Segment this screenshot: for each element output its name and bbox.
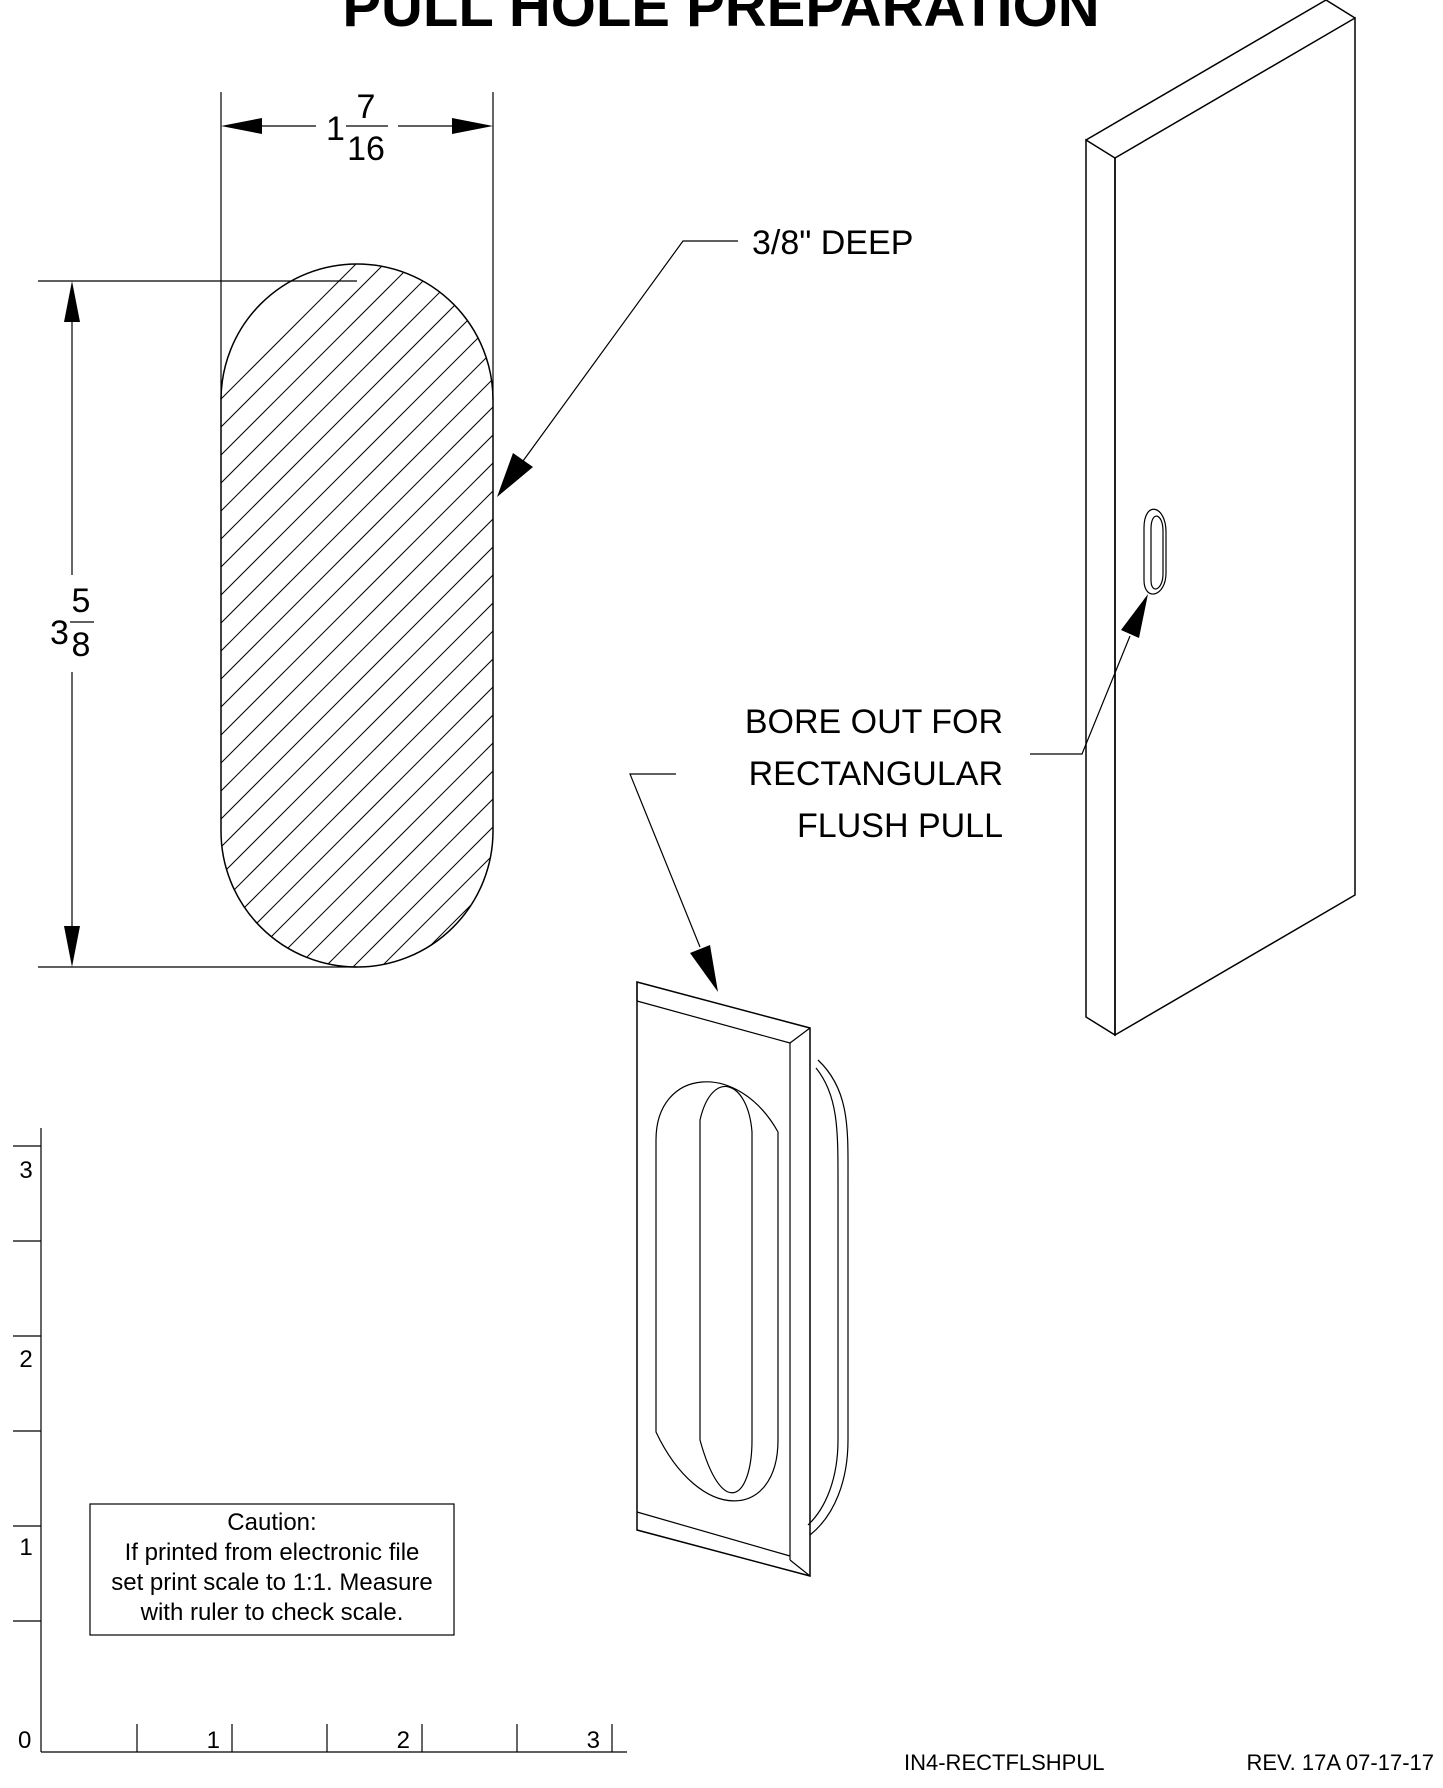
hatch-line	[221, 451, 493, 863]
depth-callout: 3/8" DEEP	[752, 224, 913, 262]
hatch-line	[221, 264, 493, 471]
hatch-line	[221, 264, 493, 667]
sheet-title: PULL HOLE PREPARATION	[342, 0, 1099, 39]
hatch-line	[221, 619, 493, 967]
pull-cup-outer	[655, 1081, 779, 1502]
hatch-line	[221, 311, 493, 723]
caution-line-2: If printed from electronic file	[125, 1539, 420, 1566]
slot-outline	[220, 263, 494, 968]
pull-cup-inner	[699, 1085, 753, 1494]
caution-line-3: set print scale to 1:1. Measure	[111, 1569, 433, 1596]
door-slot-inner	[1150, 515, 1164, 590]
width-whole: 1	[326, 110, 345, 148]
part-number: IN4-RECTFLSHPUL	[904, 1750, 1104, 1775]
caution-line-4: with ruler to check scale.	[140, 1599, 404, 1626]
hatch-line	[221, 731, 493, 967]
width-denominator: 16	[347, 130, 385, 168]
bore-callout-line3: FLUSH PULL	[797, 807, 1003, 845]
ruler-v-label-1: 1	[19, 1534, 32, 1561]
ruler-v-label-2: 2	[19, 1346, 32, 1373]
bore-leader: BORE OUT FOR RECTANGULAR FLUSH PULL	[629, 594, 1148, 992]
caution-box: Caution: If printed from electronic file…	[89, 1503, 455, 1636]
width-numerator: 7	[357, 88, 376, 126]
hatch-line	[221, 264, 493, 555]
bore-callout-line1: BORE OUT FOR	[745, 703, 1003, 741]
revision-info: REV. 17A 07-17-17	[1246, 1750, 1434, 1775]
hatch-line	[221, 395, 493, 807]
hatch-line	[221, 535, 493, 947]
door-isometric	[1085, 0, 1356, 1037]
hatch-line	[221, 815, 493, 967]
ruler-h-label-3: 3	[587, 1727, 600, 1754]
hatch-line	[221, 264, 493, 499]
slot-profile	[220, 263, 494, 968]
hatch-line	[221, 339, 493, 751]
height-denominator: 8	[72, 626, 91, 664]
hatch-line	[221, 871, 493, 967]
hatch-line	[221, 675, 493, 967]
ruler-v-label-3: 3	[19, 1157, 32, 1184]
hatch-line	[221, 264, 493, 639]
hatch-line	[221, 703, 493, 967]
hatch-line	[221, 899, 493, 967]
ruler-h-label-1: 1	[207, 1727, 220, 1754]
scale-ruler: 3 2 1 0 1 2 3	[13, 1128, 627, 1754]
hatch-line	[221, 759, 493, 967]
hatch-line	[221, 647, 493, 967]
ruler-h-label-2: 2	[397, 1727, 410, 1754]
hatch-line	[221, 507, 493, 919]
hatch-line	[221, 367, 493, 779]
ruler-h-label-0: 0	[18, 1727, 31, 1754]
height-numerator: 5	[72, 582, 91, 620]
bore-callout-line2: RECTANGULAR	[749, 755, 1003, 793]
hatch-line	[221, 563, 493, 967]
hatch-line	[221, 591, 493, 967]
hatch-line	[221, 479, 493, 891]
depth-leader: 3/8" DEEP	[497, 224, 913, 497]
flush-pull-isometric	[636, 981, 849, 1577]
caution-heading: Caution:	[227, 1509, 316, 1536]
hatch-line	[221, 283, 493, 695]
hatch-line	[221, 423, 493, 835]
hatch-line	[221, 787, 493, 967]
hatch-line	[221, 264, 493, 611]
width-dimension: 1 7 16	[220, 88, 494, 400]
height-whole: 3	[50, 614, 69, 652]
hatch-line	[221, 264, 493, 583]
slot-hatch	[221, 264, 493, 967]
hatch-line	[221, 843, 493, 967]
height-dimension: 3 5 8	[38, 280, 357, 968]
door-slot-outer	[1143, 508, 1167, 595]
hatch-line	[221, 264, 493, 527]
